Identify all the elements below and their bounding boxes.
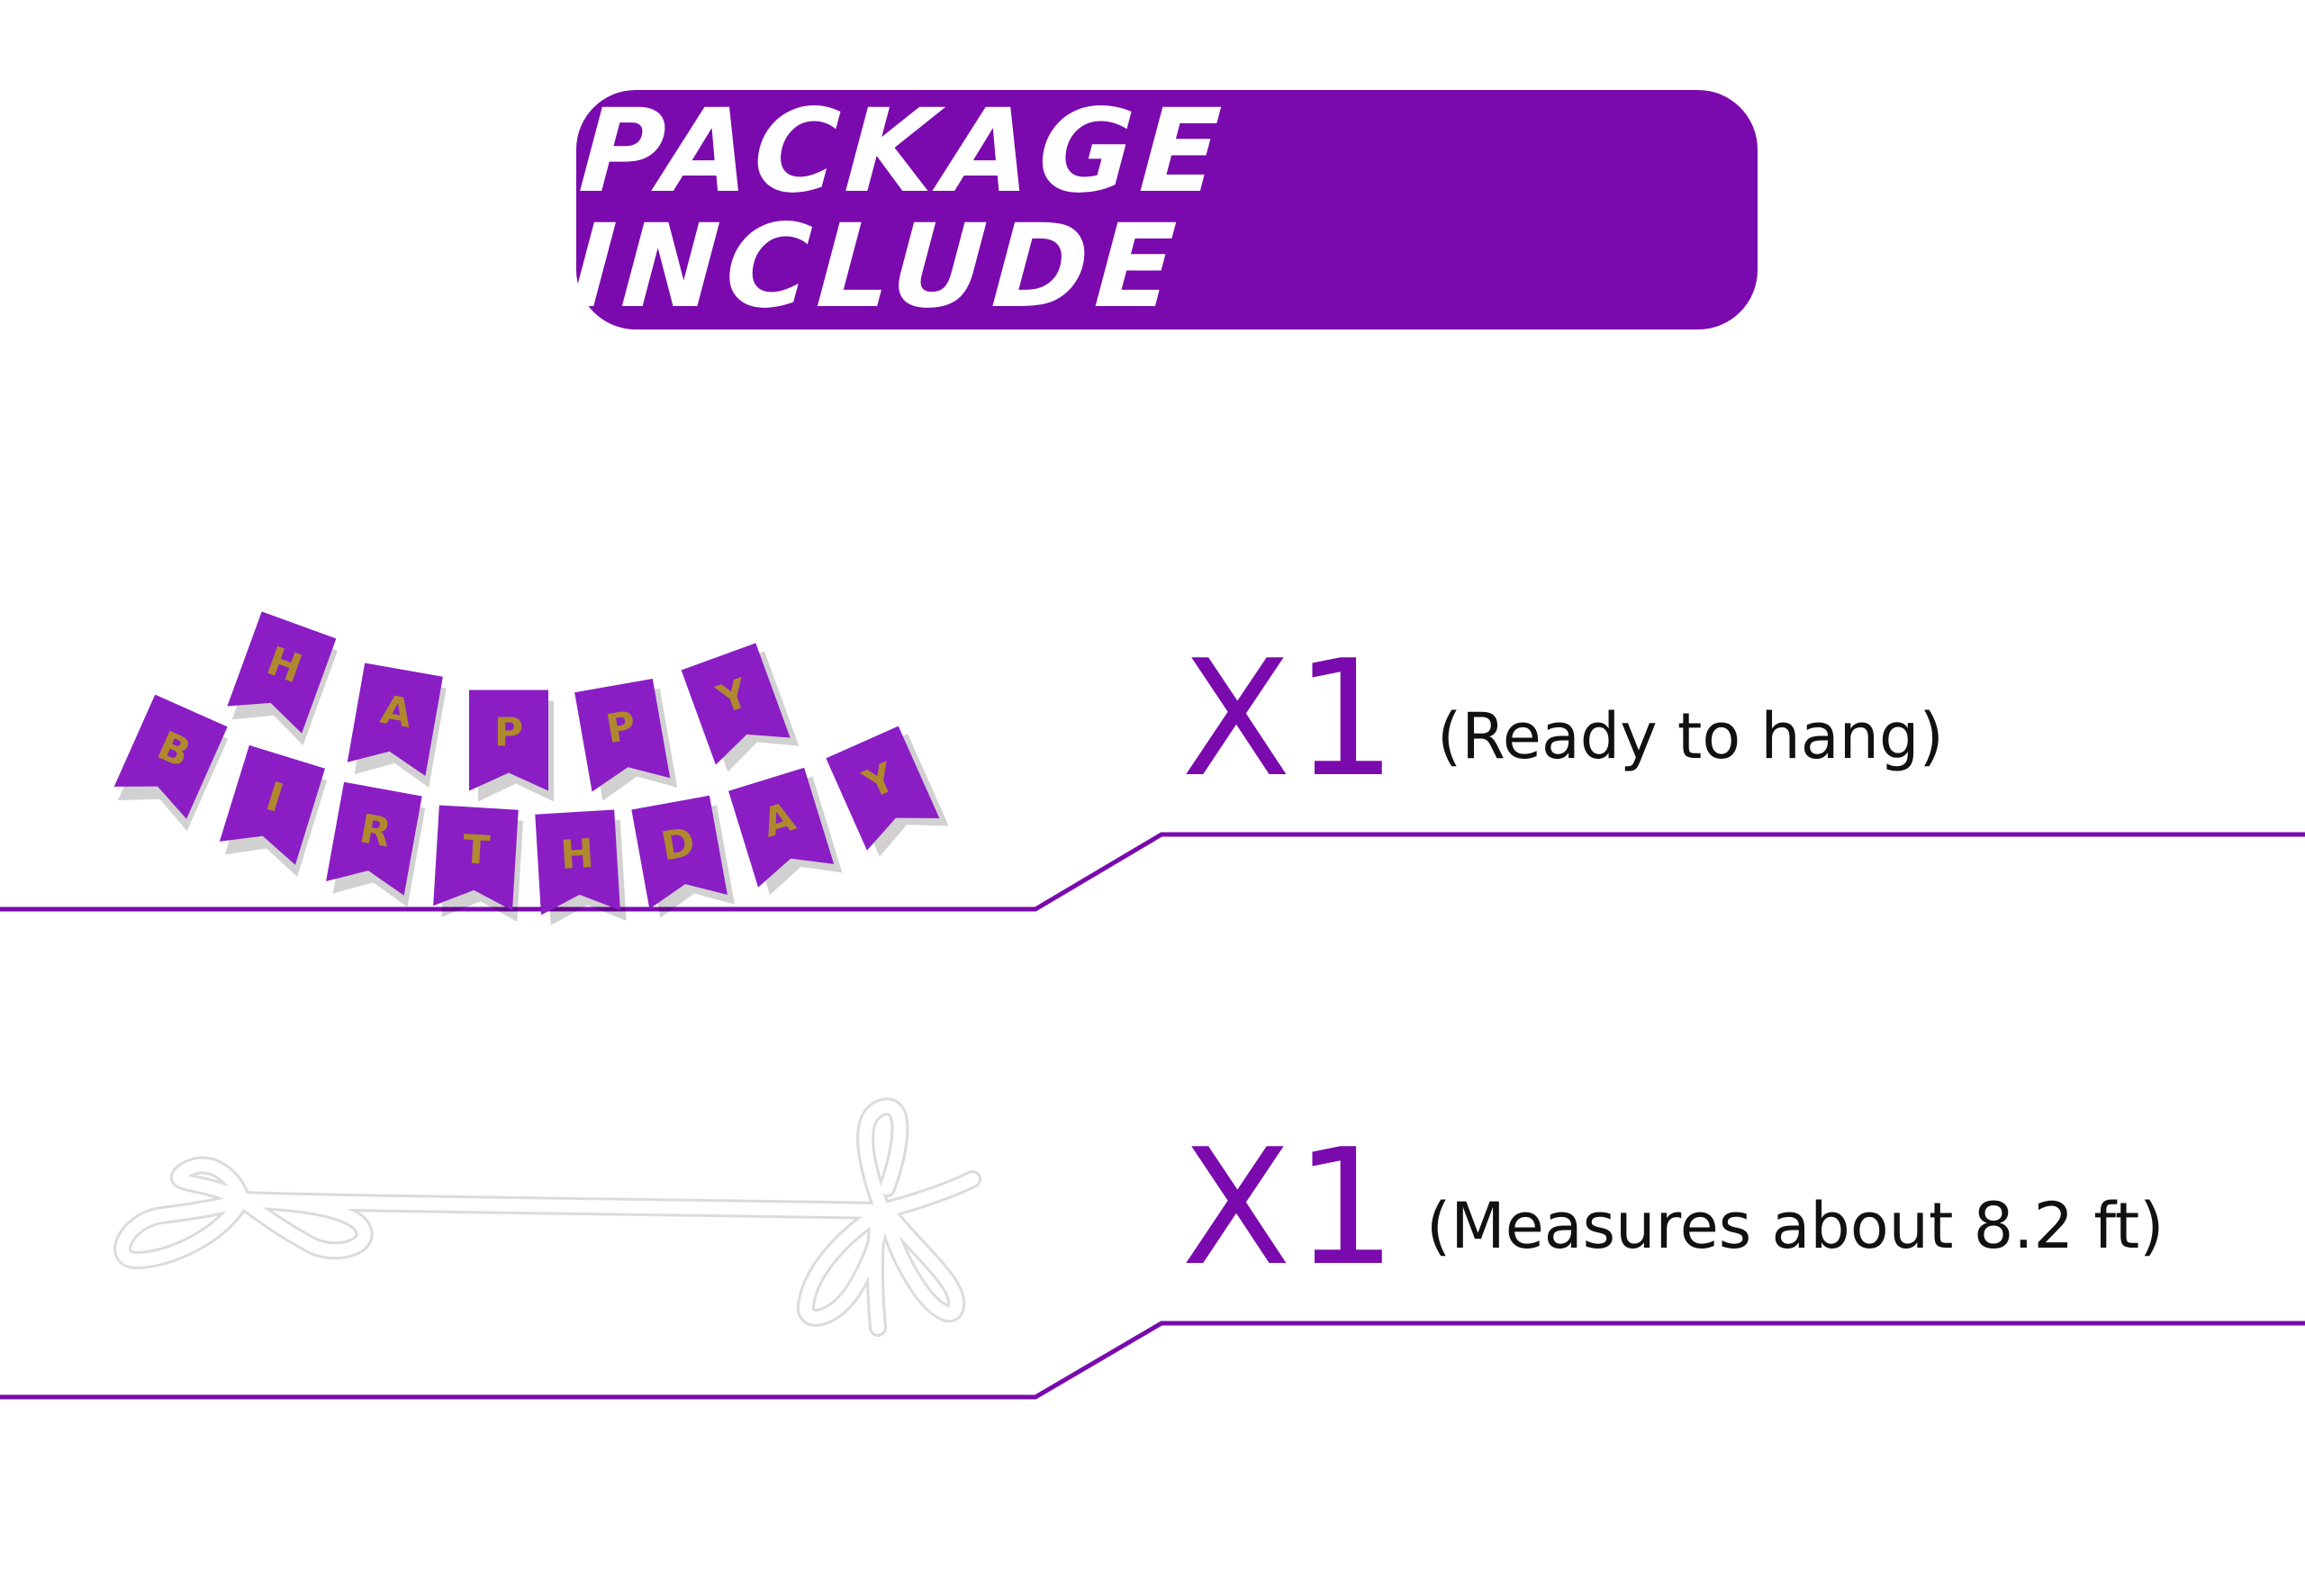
banner-pennant: H bbox=[227, 611, 338, 745]
banner-pennant: B bbox=[113, 694, 229, 832]
banner-pennant: Y bbox=[681, 643, 800, 772]
pennant-flag bbox=[631, 795, 728, 909]
pennant-flag bbox=[113, 694, 228, 819]
pennant-flag bbox=[469, 690, 548, 791]
pennant-letter: D bbox=[658, 819, 699, 870]
pennant-flag bbox=[227, 611, 337, 734]
pennant-letter: Y bbox=[711, 670, 755, 724]
item-2-note: (Measures about 8.2 ft) bbox=[1426, 1189, 2165, 1263]
banner-pennant: A bbox=[347, 663, 447, 788]
pennant-letter: Y bbox=[856, 754, 903, 808]
item-1-note: (Ready to hang) bbox=[1437, 699, 1944, 773]
banner-pennant: I bbox=[219, 744, 328, 878]
pennant-letter: R bbox=[357, 806, 394, 856]
item-1-quantity: X1 bbox=[1181, 626, 1401, 812]
pennant-flag bbox=[326, 781, 422, 896]
banner-pennant: D bbox=[631, 795, 735, 918]
pennant-letter: H bbox=[261, 638, 308, 693]
ribbon-string-image bbox=[113, 1097, 981, 1337]
divider-line-2 bbox=[0, 1321, 2305, 1400]
banner-pennant: P bbox=[574, 678, 678, 801]
pennant-flag bbox=[347, 663, 443, 777]
pennant-flag bbox=[574, 678, 671, 792]
title-banner: PACKAGE INCLUDE bbox=[567, 85, 1758, 334]
pennant-letter: P bbox=[602, 702, 639, 753]
pennant-flag bbox=[826, 726, 940, 851]
pennant-flag bbox=[681, 643, 791, 765]
page-title: PACKAGE INCLUDE bbox=[567, 85, 1232, 334]
pennant-flag bbox=[728, 767, 835, 888]
pennant-flag bbox=[535, 809, 620, 915]
pennant-letter: H bbox=[559, 831, 595, 879]
pennant-flag bbox=[219, 744, 325, 865]
pennant-flag bbox=[433, 805, 519, 911]
pennant-letter: A bbox=[757, 794, 800, 847]
banner-pennant: R bbox=[326, 781, 426, 907]
item-2-quantity: X1 bbox=[1181, 1114, 1401, 1301]
pennant-letter: A bbox=[377, 687, 415, 737]
pennant-letter: T bbox=[461, 826, 491, 874]
pennant-letter: B bbox=[150, 723, 196, 777]
pennant-letter: P bbox=[494, 710, 523, 756]
banner-pennant: A bbox=[728, 767, 843, 896]
banner-pennant: P bbox=[469, 690, 554, 802]
banner-pennant: T bbox=[433, 805, 523, 922]
pennant-letter: I bbox=[261, 773, 289, 822]
banner-pennant: H bbox=[535, 809, 627, 925]
birthday-banner-image: H A P P Y B I R T H D A Y bbox=[113, 611, 949, 925]
banner-pennant: Y bbox=[826, 726, 949, 857]
divider-line-1 bbox=[0, 832, 2305, 912]
